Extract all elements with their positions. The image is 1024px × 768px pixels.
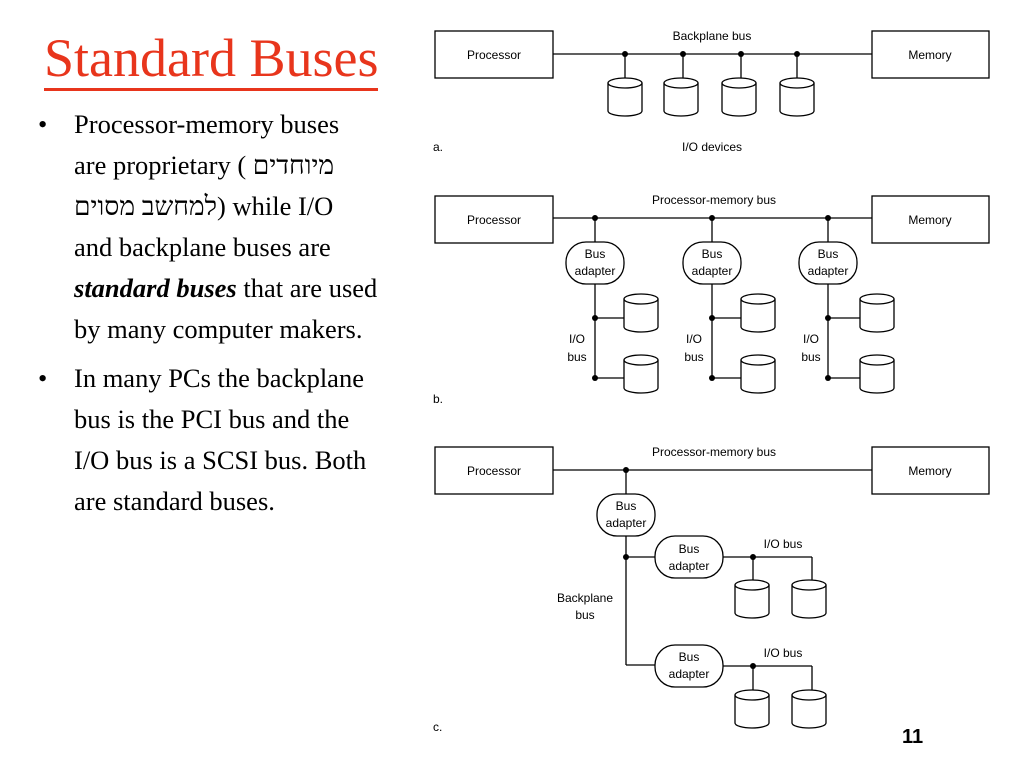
disk-icon [859, 293, 895, 333]
panel-c-processor-label: Processor [467, 464, 521, 478]
disk-icon [734, 579, 770, 619]
panel-a-device-4 [779, 51, 815, 117]
bullet-item-2: • In many PCs the backplane bus is the P… [38, 358, 378, 522]
bullet-list: • Processor-memory buses are proprietary… [38, 104, 378, 530]
slide-title: Standard Buses [44, 28, 379, 91]
io-bus-label: I/O [686, 332, 702, 346]
backplane-bus-label: bus [575, 608, 594, 622]
bus-adapter-label: adapter [808, 264, 849, 278]
panel-c-bus-label: Processor-memory bus [652, 445, 776, 459]
page-number: 11 [902, 726, 924, 748]
panel-b: Processor-memory bus Processor Memory Bu… [433, 193, 990, 406]
bus-adapter-label: Bus [702, 247, 723, 261]
panel-b-memory-label: Memory [908, 213, 951, 227]
bus-adapter-label: adapter [669, 667, 710, 681]
panel-b-io-group-3: Bus adapter I/O bus [798, 215, 895, 394]
disk-icon [721, 77, 757, 117]
panel-a-device-3 [721, 51, 757, 117]
disk-icon [607, 77, 643, 117]
panel-a-processor-label: Processor [467, 48, 521, 62]
panel-a-device-2 [663, 51, 699, 117]
panel-a-tag: a. [433, 140, 443, 154]
bus-adapter-label: Bus [818, 247, 839, 261]
disk-icon [859, 354, 895, 394]
disk-icon [779, 77, 815, 117]
io-bus-label: I/O bus [764, 646, 803, 660]
bus-adapter-label: Bus [585, 247, 606, 261]
disk-icon [663, 77, 699, 117]
panel-a-bus-label: Backplane bus [673, 29, 752, 43]
bus-adapter-label: Bus [679, 650, 700, 664]
io-bus-label: bus [801, 350, 820, 364]
panel-a-memory-label: Memory [908, 48, 951, 62]
io-bus-label: I/O [569, 332, 585, 346]
backplane-bus-label: Backplane [557, 591, 613, 605]
io-bus-label: bus [567, 350, 586, 364]
bullet1-text-a: Processor-memory buses are proprietary ( [74, 109, 340, 180]
panel-a-processor-box [434, 30, 554, 79]
bullet-item-1: • Processor-memory buses are proprietary… [38, 104, 378, 350]
panel-a-device-1 [607, 51, 643, 117]
panel-b-io-group-2: Bus adapter I/O bus [682, 215, 776, 394]
panel-b-processor-box [434, 195, 554, 244]
panel-a-memory-box [871, 30, 990, 79]
bullet1-text-b: ) while I/O and backplane buses are [74, 191, 334, 262]
bullet2-text: In many PCs the backplane bus is the PCI… [74, 363, 367, 516]
io-bus-label: I/O [803, 332, 819, 346]
panel-b-bus-label: Processor-memory bus [652, 193, 776, 207]
panel-b-processor-label: Processor [467, 213, 521, 227]
bullet-marker: • [38, 109, 48, 139]
disk-icon [623, 293, 659, 333]
bullet1-hebrew-a: מיוחדים למחשב [141, 150, 335, 221]
bus-adapter-label: adapter [575, 264, 616, 278]
disk-icon [740, 293, 776, 333]
panel-c: Processor-memory bus Processor Memory Bu… [433, 445, 990, 734]
bus-adapter-label: adapter [669, 559, 710, 573]
bullet1-hebrew-b: מסוים [74, 191, 136, 221]
bus-adapter-label: adapter [692, 264, 733, 278]
panel-a-devices-label: I/O devices [682, 140, 742, 154]
disk-icon [623, 354, 659, 394]
panel-b-tag: b. [433, 392, 443, 406]
disk-icon [791, 579, 827, 619]
panel-c-processor-box [434, 446, 554, 495]
disk-icon [791, 689, 827, 729]
panel-c-memory-label: Memory [908, 464, 951, 478]
io-bus-label: I/O bus [764, 537, 803, 551]
bus-adapter-label: Bus [679, 542, 700, 556]
bus-adapter-label: adapter [606, 516, 647, 530]
disk-icon [734, 689, 770, 729]
panel-c-memory-box [871, 446, 990, 495]
bus-adapter-label: Bus [616, 499, 637, 513]
bullet1-text-c: that are used by many computer makers. [74, 273, 378, 344]
bullet1-emphasis: standard buses [74, 273, 237, 303]
panel-b-memory-box [871, 195, 990, 244]
bullet-marker: • [38, 363, 48, 393]
io-bus-label: bus [684, 350, 703, 364]
panel-b-io-group-1: Bus adapter I/O bus [565, 215, 659, 394]
panel-c-tag: c. [433, 720, 442, 734]
panel-a: Backplane bus Processor Memory I/O devic… [433, 29, 990, 154]
disk-icon [740, 354, 776, 394]
